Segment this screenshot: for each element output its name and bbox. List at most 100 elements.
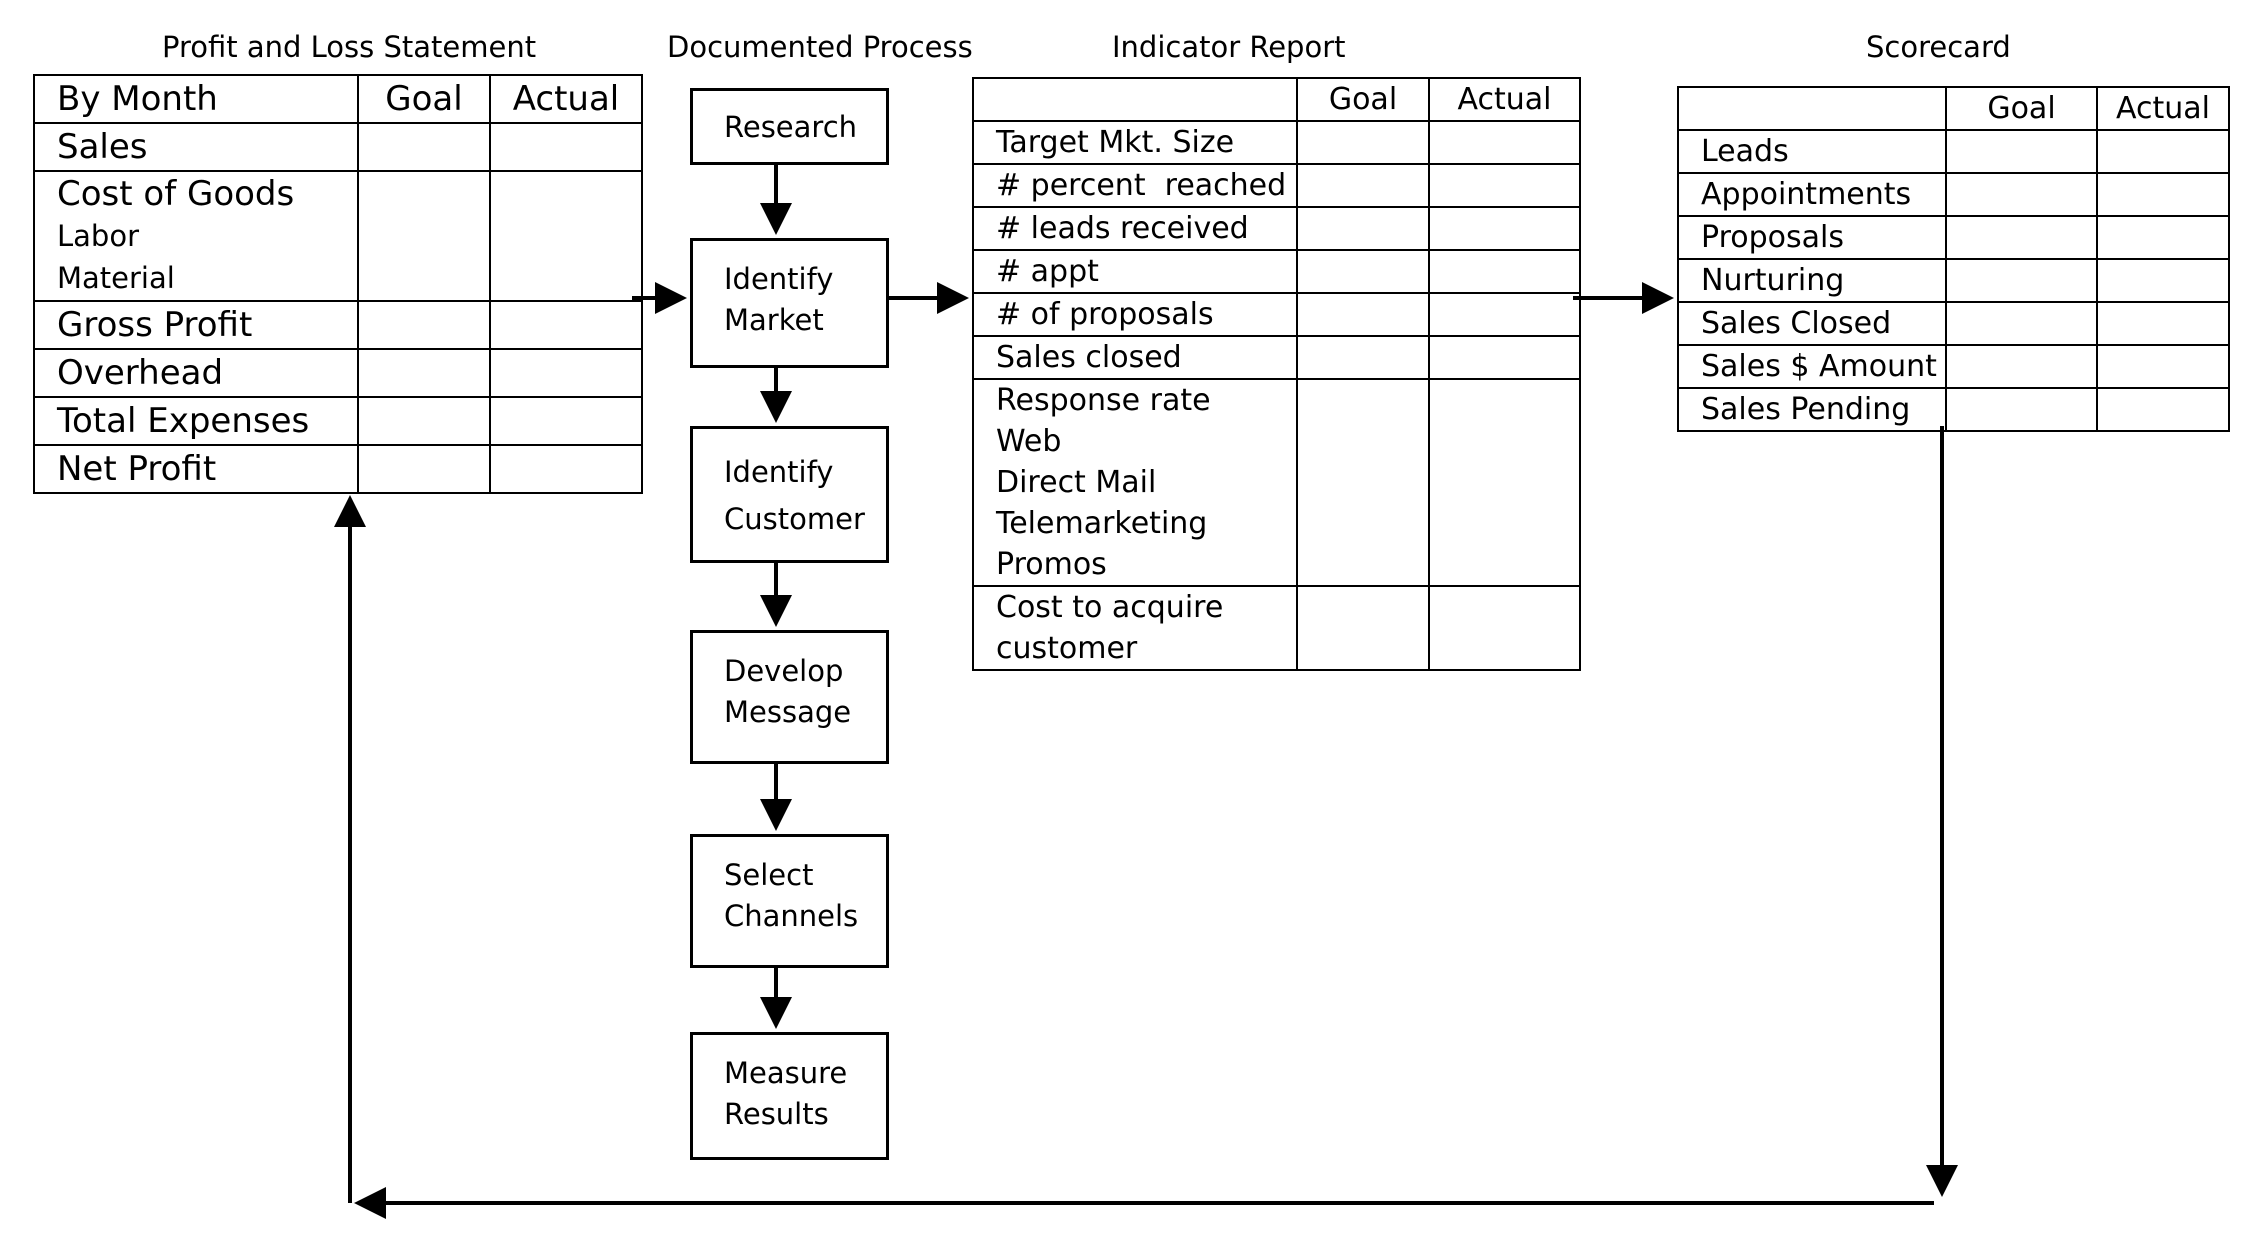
pl-cell-goal (357, 170, 491, 302)
scorecard-cell-actual (2096, 301, 2230, 346)
scorecard-row-sales-pending: Sales Pending (1677, 387, 2230, 432)
scorecard-row-sales-closed: Sales Closed (1677, 301, 2230, 346)
pl-cell-actual (489, 300, 643, 350)
pl-col-goal: Goal (357, 74, 491, 124)
scorecard-label-nurturing: Nurturing (1677, 258, 1947, 303)
pl-table: By Month Goal Actual Sales Cost of Goods… (33, 74, 643, 494)
indicator-header-row: Goal Actual (972, 77, 1581, 122)
process-measure-results-line2: Results (724, 1097, 829, 1131)
indicator-cell-goal (1296, 249, 1430, 294)
process-identify-customer-line2: Customer (724, 502, 865, 536)
indicator-heading: Indicator Report (1112, 30, 1346, 64)
indicator-label-cost-line2: customer (996, 631, 1138, 666)
scorecard-col-goal: Goal (1945, 86, 2098, 131)
pl-label-gross-profit: Gross Profit (33, 300, 359, 350)
indicator-cell-goal (1296, 378, 1430, 587)
scorecard-cell-goal (1945, 172, 2098, 217)
indicator-cell-actual (1428, 163, 1581, 208)
scorecard-col-actual: Actual (2096, 86, 2230, 131)
scorecard-cell-goal (1945, 344, 2098, 389)
pl-label-labor: Labor (57, 219, 140, 253)
indicator-cell-actual (1428, 335, 1581, 380)
scorecard-cell-actual (2096, 215, 2230, 260)
pl-row-sales: Sales (33, 122, 643, 172)
indicator-label-response-rate: Response rate (996, 383, 1211, 418)
process-heading: Documented Process (667, 30, 973, 64)
indicator-label-web: Web (996, 424, 1062, 459)
pl-cell-actual (489, 444, 643, 494)
pl-cell-actual (489, 396, 643, 446)
pl-cell-goal (357, 122, 491, 172)
process-select-channels-line2: Channels (724, 899, 859, 933)
indicator-row-leads: # leads received (972, 206, 1581, 251)
scorecard-cell-actual (2096, 258, 2230, 303)
indicator-label-cost-line1: Cost to acquire (996, 590, 1224, 625)
scorecard-label-proposals: Proposals (1677, 215, 1947, 260)
scorecard-row-proposals: Proposals (1677, 215, 2230, 260)
indicator-row-appt: # appt (972, 249, 1581, 294)
pl-label-material: Material (57, 261, 175, 295)
pl-cell-actual (489, 122, 643, 172)
scorecard-heading: Scorecard (1866, 30, 2011, 64)
indicator-row-target: Target Mkt. Size (972, 120, 1581, 165)
process-develop-message-line1: Develop (724, 654, 844, 688)
scorecard-label-sales-closed: Sales Closed (1677, 301, 1947, 346)
indicator-label-appt: # appt (972, 249, 1298, 294)
process-research-label: Research (724, 110, 858, 144)
scorecard-label-sales-pending: Sales Pending (1677, 387, 1947, 432)
indicator-cell-goal (1296, 585, 1430, 671)
pl-label-net-profit: Net Profit (33, 444, 359, 494)
scorecard-col-label (1677, 86, 1947, 131)
indicator-label-percent: # percent reached (972, 163, 1298, 208)
scorecard-row-sales-amount: Sales $ Amount (1677, 344, 2230, 389)
scorecard-header-row: Goal Actual (1677, 86, 2230, 131)
indicator-col-actual: Actual (1428, 77, 1581, 122)
scorecard-label-leads: Leads (1677, 129, 1947, 174)
pl-cell-goal (357, 444, 491, 494)
indicator-row-percent: # percent reached (972, 163, 1581, 208)
scorecard-cell-goal (1945, 258, 2098, 303)
pl-label-cogs: Cost of Goods (57, 174, 295, 214)
scorecard-cell-actual (2096, 387, 2230, 432)
pl-row-cogs: Cost of Goods Labor Material (33, 170, 643, 302)
indicator-cell-goal (1296, 206, 1430, 251)
pl-cell-goal (357, 300, 491, 350)
scorecard-label-appointments: Appointments (1677, 172, 1947, 217)
scorecard-row-appointments: Appointments (1677, 172, 2230, 217)
process-identify-customer-box: Identify Customer (690, 426, 889, 563)
pl-col-by-month: By Month (33, 74, 359, 124)
scorecard-cell-goal (1945, 387, 2098, 432)
indicator-col-label (972, 77, 1298, 122)
pl-header-row: By Month Goal Actual (33, 74, 643, 124)
indicator-label-proposals: # of proposals (972, 292, 1298, 337)
indicator-cell-goal (1296, 292, 1430, 337)
indicator-label-direct-mail: Direct Mail (996, 465, 1157, 500)
scorecard-cell-actual (2096, 344, 2230, 389)
pl-cell-actual (489, 348, 643, 398)
process-identify-market-line1: Identify (724, 262, 834, 296)
pl-col-actual: Actual (489, 74, 643, 124)
indicator-cell-actual (1428, 378, 1581, 587)
indicator-row-sales-closed: Sales closed (972, 335, 1581, 380)
indicator-row-cost: Cost to acquire customer (972, 585, 1581, 671)
indicator-table: Goal Actual Target Mkt. Size # percent r… (972, 77, 1581, 671)
process-develop-message-line2: Message (724, 695, 852, 729)
indicator-label-target: Target Mkt. Size (972, 120, 1298, 165)
indicator-label-cost-group: Cost to acquire customer (972, 585, 1298, 671)
indicator-label-telemarketing: Telemarketing (996, 506, 1208, 541)
pl-label-cogs-group: Cost of Goods Labor Material (33, 170, 359, 302)
indicator-label-sales-closed: Sales closed (972, 335, 1298, 380)
indicator-label-response-group: Response rate Web Direct Mail Telemarket… (972, 378, 1298, 587)
process-select-channels-box: Select Channels (690, 834, 889, 968)
process-research-box: Research (690, 88, 889, 165)
pl-row-net-profit: Net Profit (33, 444, 643, 494)
process-identify-customer-line1: Identify (724, 455, 834, 489)
indicator-cell-goal (1296, 335, 1430, 380)
indicator-cell-goal (1296, 120, 1430, 165)
indicator-cell-actual (1428, 249, 1581, 294)
scorecard-cell-actual (2096, 129, 2230, 174)
scorecard-cell-goal (1945, 215, 2098, 260)
process-select-channels-line1: Select (724, 858, 814, 892)
scorecard-label-sales-amount: Sales $ Amount (1677, 344, 1947, 389)
process-measure-results-line1: Measure (724, 1056, 848, 1090)
